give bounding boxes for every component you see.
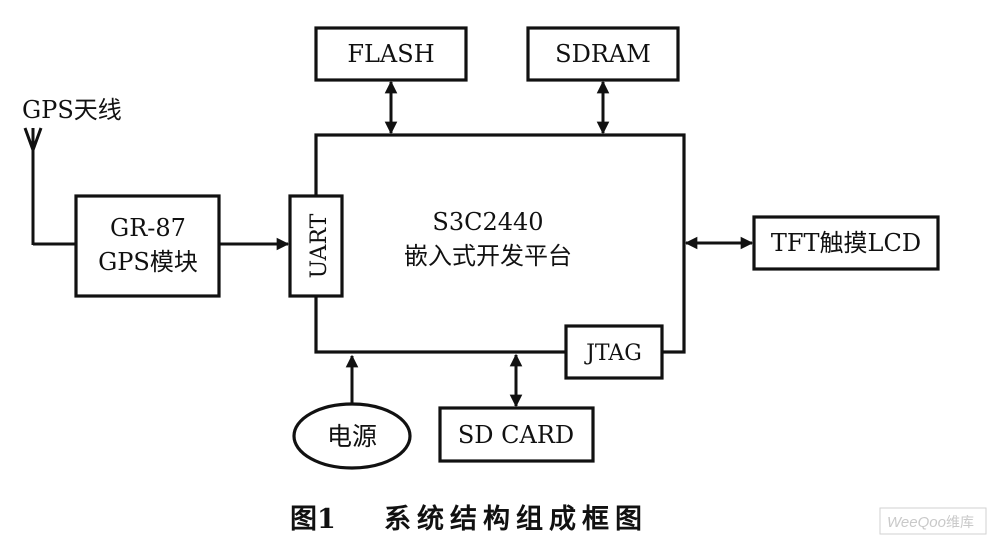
gps-module-box [74, 194, 221, 298]
uart-label: UART [307, 213, 332, 278]
lcd-label: TFT触摸LCD [771, 229, 921, 257]
figure-caption: 系统结构组成框图 [384, 503, 648, 535]
sdcard-label: SD CARD [458, 421, 574, 449]
watermark-brand: WeeQoo [887, 514, 946, 531]
antenna-label: GPS天线 [22, 96, 122, 124]
power-ellipse [292, 402, 412, 470]
cpu-title: S3C2440 [432, 208, 543, 236]
uart-box [288, 194, 344, 298]
gps-module-line2: GPS模块 [98, 248, 198, 276]
flash-label: FLASH [347, 40, 434, 68]
antenna-icon [23, 127, 43, 245]
cpu-subtitle: 嵌入式开发平台 [404, 242, 572, 270]
sdram-label: SDRAM [555, 40, 651, 68]
power-label: 电源 [327, 422, 377, 451]
jtag-box [564, 324, 664, 380]
jtag-label: JTAG [584, 341, 642, 366]
gps-module-line1: GR-87 [110, 214, 186, 242]
cpu-board-box [314, 133, 686, 354]
watermark-logo: WeeQoo 维库 [879, 507, 987, 535]
flash-box [314, 26, 468, 82]
figure-number: 图1 [290, 504, 336, 535]
watermark-suffix: 维库 [946, 514, 974, 530]
sdram-box [526, 26, 680, 82]
sdcard-box [438, 406, 595, 463]
lcd-box [752, 215, 940, 271]
